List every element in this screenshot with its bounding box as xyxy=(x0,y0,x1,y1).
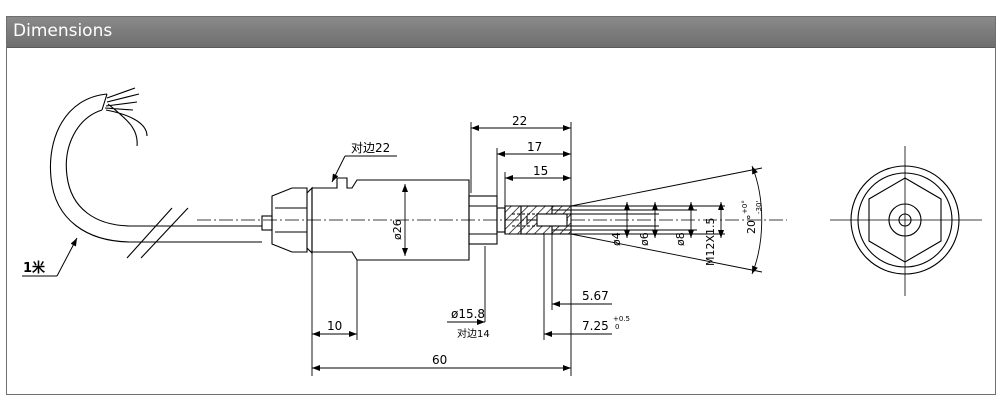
end-view xyxy=(830,146,982,296)
dim-60-label: 60 xyxy=(432,353,447,367)
panel-header: Dimensions xyxy=(7,17,995,48)
angle-tol-upper: +0° xyxy=(741,200,749,214)
dim-angle xyxy=(570,165,763,275)
angle-label: 20° xyxy=(745,215,758,235)
thread-label: M12X1.5 xyxy=(704,217,717,266)
dim-10-label: 10 xyxy=(327,319,342,333)
dim-dia-26: ø26 xyxy=(391,184,408,256)
panel-title: Dimensions xyxy=(13,21,113,41)
hex-flat-label: 对边22 xyxy=(351,141,390,155)
dimension-drawing: 1米 对边22 ø26 22 17 15 xyxy=(22,87,982,376)
dia-26-label: ø26 xyxy=(391,219,404,240)
dim-bottom xyxy=(311,234,612,376)
dim-5-67-label: 5.67 xyxy=(582,289,609,303)
dia-6-label: ø6 xyxy=(638,232,651,246)
dim-port-diameters xyxy=(552,202,725,238)
dia-15-8-label: ø15.8 xyxy=(451,307,485,321)
dim-22-label: 22 xyxy=(512,114,527,128)
hex-flat-small-label: 对边14 xyxy=(457,327,490,340)
dia-8-label: ø8 xyxy=(674,232,687,246)
hex-flat-callout: 对边22 xyxy=(331,141,397,183)
dim-15-label: 15 xyxy=(533,164,548,178)
tol-7-25-lower: 0 xyxy=(615,323,619,331)
angle-tol-lower: -30' xyxy=(755,201,763,214)
dimensions-panel: Dimensions xyxy=(6,16,996,395)
tol-7-25-upper: +0.5 xyxy=(613,315,630,323)
sensor-body xyxy=(311,177,572,261)
cable xyxy=(49,87,313,259)
dim-7-25-label: 7.25 xyxy=(582,319,609,333)
cable-length-callout: 1米 xyxy=(22,237,78,277)
dim-top xyxy=(470,122,572,206)
cable-length-label: 1米 xyxy=(23,260,46,276)
dim-17-label: 17 xyxy=(527,140,542,154)
